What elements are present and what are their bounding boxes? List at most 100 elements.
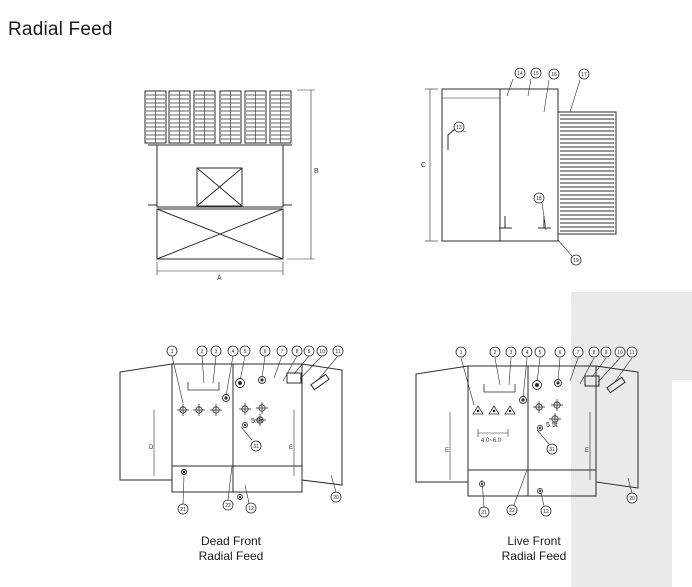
svg-text:11: 11: [629, 350, 634, 356]
live-front-caption: Live Front Radial Feed: [464, 534, 604, 564]
dead-front-caption-line2: Radial Feed: [198, 549, 264, 563]
bushing-icon: [549, 413, 561, 425]
bushing-icon: [177, 404, 189, 416]
callout-8: 8: [588, 346, 600, 358]
dead-front-caption-line1: Dead Front: [200, 534, 262, 548]
callout-10: 10: [614, 346, 626, 358]
gauge-icon: [537, 425, 543, 431]
svg-text:17: 17: [581, 72, 587, 78]
side-view-callouts: 13 14 15 16 17 18 19: [453, 67, 590, 266]
callout-31: 31: [250, 440, 262, 452]
dead-front-dim-e: E: [289, 445, 293, 451]
bushing-icon: [551, 399, 563, 411]
svg-text:18: 18: [536, 196, 542, 202]
svg-text:21: 21: [180, 507, 186, 513]
callout-17: 17: [578, 68, 590, 80]
callout-5: 5: [534, 346, 546, 358]
dead-front-view: [119, 355, 343, 505]
svg-text:19: 19: [573, 258, 579, 264]
callout-6: 6: [259, 345, 271, 357]
svg-text:4: 4: [232, 349, 235, 355]
gauge-icon: [235, 378, 245, 388]
svg-text:2: 2: [494, 350, 497, 356]
callout-20: 20: [626, 492, 638, 504]
gauge-icon: [519, 396, 527, 404]
dead-front-dim-d: D: [149, 445, 154, 451]
svg-text:15: 15: [533, 71, 539, 77]
svg-text:1: 1: [460, 350, 463, 356]
bushing-icon: [239, 403, 251, 415]
svg-text:11: 11: [335, 349, 340, 355]
dimension-a-label: A: [217, 275, 222, 282]
svg-text:12: 12: [248, 506, 254, 512]
side-view: [425, 78, 617, 257]
svg-text:9: 9: [605, 350, 608, 356]
elbow-connector-icon: [472, 405, 484, 415]
svg-text:20: 20: [333, 495, 339, 501]
svg-text:20: 20: [629, 496, 635, 502]
callout-18: 18: [533, 192, 545, 204]
gauge-icon: [554, 379, 562, 387]
svg-text:7: 7: [281, 349, 284, 355]
svg-text:12: 12: [543, 509, 549, 515]
svg-text:3: 3: [215, 349, 218, 355]
dimension-b-label: B: [314, 168, 319, 175]
callout-1: 1: [166, 345, 178, 357]
radiator-fins: [144, 90, 292, 144]
callout-12: 12: [245, 502, 257, 514]
callout-4: 4: [227, 345, 239, 357]
gauge-icon: [532, 380, 542, 390]
callout-19: 19: [570, 254, 582, 266]
callout-13: 13: [453, 121, 465, 133]
svg-text:4: 4: [526, 350, 529, 356]
svg-text:2: 2: [201, 349, 204, 355]
svg-text:10: 10: [617, 350, 623, 356]
callout-9: 9: [600, 346, 612, 358]
callout-22: 22: [222, 499, 234, 511]
bushing-icon: [193, 404, 205, 416]
bushing-icon: [254, 414, 266, 426]
callout-3: 3: [505, 346, 517, 358]
live-front-caption-line1: Live Front: [507, 534, 561, 548]
callout-5: 5: [239, 345, 251, 357]
svg-text:5: 5: [539, 350, 542, 356]
callout-21: 21: [177, 503, 189, 515]
svg-text:7: 7: [577, 350, 580, 356]
svg-text:10: 10: [319, 349, 325, 355]
callout-10: 10: [316, 345, 328, 357]
callout-7: 7: [276, 345, 288, 357]
callout-4: 4: [521, 346, 533, 358]
dead-front-caption: Dead Front Radial Feed: [161, 534, 301, 564]
callout-12: 12: [540, 505, 552, 517]
svg-text:8: 8: [593, 350, 596, 356]
svg-text:6: 6: [559, 350, 562, 356]
svg-text:9: 9: [308, 349, 311, 355]
callout-6: 6: [554, 346, 566, 358]
callout-2: 2: [196, 345, 208, 357]
page-title: Radial Feed: [8, 18, 113, 40]
callout-2: 2: [489, 346, 501, 358]
dead-front-tap-label: 5.2t: [251, 418, 263, 425]
front-view: [144, 89, 315, 275]
bushing-icon: [533, 401, 545, 413]
svg-text:31: 31: [253, 444, 259, 450]
svg-text:14: 14: [517, 71, 523, 77]
callout-16: 16: [548, 68, 560, 80]
svg-text:1: 1: [171, 349, 174, 355]
callout-11: 11: [332, 345, 344, 357]
svg-text:3: 3: [510, 350, 513, 356]
live-front-dim-left: E: [445, 448, 449, 454]
live-front-view: [415, 357, 639, 508]
svg-text:22: 22: [509, 508, 515, 514]
live-front-tap-label: 5.5t: [546, 422, 558, 429]
svg-text:5: 5: [244, 349, 247, 355]
dimension-c-label: C: [421, 162, 426, 169]
callout-21: 21: [478, 506, 490, 518]
svg-text:22: 22: [225, 503, 231, 509]
live-front-dim-right: E: [585, 448, 589, 454]
callout-22: 22: [506, 504, 518, 516]
gauge-icon: [222, 394, 230, 402]
svg-text:21: 21: [481, 510, 487, 516]
